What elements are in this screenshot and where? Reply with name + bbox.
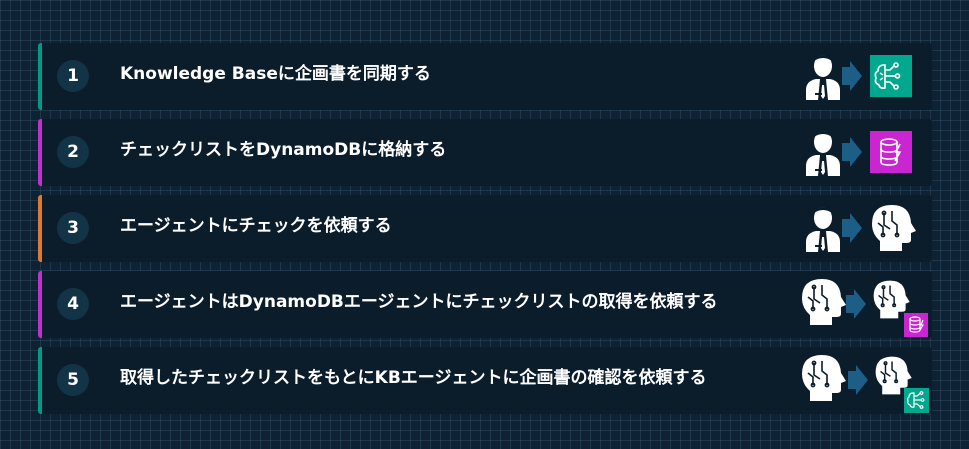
step-label: Knowledge Baseに企画書を同期する	[120, 64, 431, 84]
knowledge-base-icon	[870, 55, 912, 97]
step-number: 5	[57, 364, 89, 396]
step-label: 取得したチェックリストをもとにKBエージェントに企画書の確認を依頼する	[120, 368, 707, 388]
step-icons	[794, 271, 934, 338]
step-number: 4	[57, 288, 89, 320]
step-number: 1	[57, 60, 89, 92]
person-icon	[806, 55, 840, 100]
arrow-icon	[842, 137, 862, 167]
knowledge-base-badge-icon	[904, 388, 929, 413]
step-5: 5 取得したチェックリストをもとにKBエージェントに企画書の確認を依頼する	[38, 347, 932, 414]
agent-head-icon	[875, 356, 912, 395]
step-label: チェックリストをDynamoDBに格納する	[120, 140, 447, 160]
person-icon	[806, 207, 840, 252]
arrow-icon	[842, 213, 862, 243]
arrow-icon	[848, 365, 868, 395]
step-number: 3	[57, 212, 89, 244]
dynamodb-badge-icon	[904, 313, 928, 337]
agent-head-icon	[802, 279, 846, 325]
step-icons	[794, 195, 934, 262]
agent-head-icon	[872, 205, 916, 251]
step-icons	[794, 43, 934, 110]
agent-head-icon	[802, 355, 846, 401]
step-4: 4 エージェントはDynamoDBエージェントにチェックリストの取得を依頼する	[38, 271, 932, 338]
dynamodb-icon	[870, 131, 912, 173]
step-icons	[794, 119, 934, 186]
step-3: 3 エージェントにチェックを依頼する	[38, 195, 932, 262]
steps-list: 1 Knowledge Baseに企画書を同期する	[38, 43, 932, 423]
step-icons	[794, 347, 934, 414]
arrow-icon	[846, 289, 866, 319]
step-1: 1 Knowledge Baseに企画書を同期する	[38, 43, 932, 110]
step-number: 2	[57, 136, 89, 168]
agent-head-icon	[873, 280, 910, 319]
arrow-icon	[842, 61, 862, 91]
step-label: エージェントはDynamoDBエージェントにチェックリストの取得を依頼する	[120, 292, 718, 312]
person-icon	[806, 131, 840, 176]
step-2: 2 チェックリストをDynamoDBに格納する	[38, 119, 932, 186]
step-label: エージェントにチェックを依頼する	[120, 216, 392, 236]
